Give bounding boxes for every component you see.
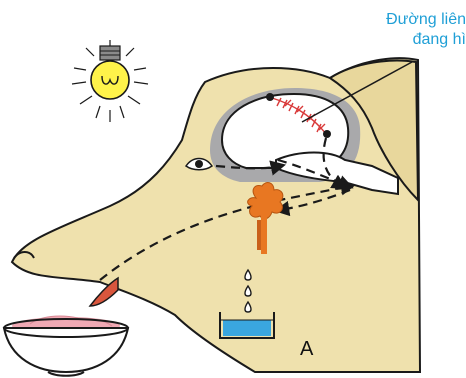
cortex-center-dot — [323, 130, 331, 138]
saliva-drops — [245, 270, 251, 312]
callout-line-2: đang hì — [386, 30, 466, 50]
cortex-center-dot — [266, 93, 274, 101]
bowl-icon — [4, 316, 128, 376]
callout-line-1: Đường liên — [386, 10, 466, 30]
light-bulb-icon — [72, 40, 148, 122]
callout-label: Đường liên đang hì — [386, 10, 466, 50]
figure-label: A — [300, 338, 313, 361]
